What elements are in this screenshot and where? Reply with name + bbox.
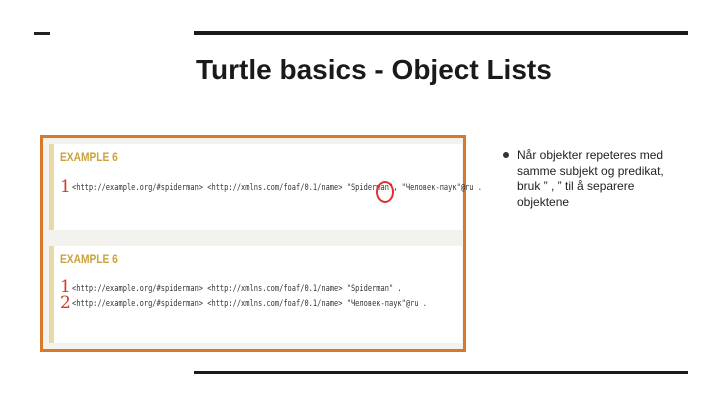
- annotation-number: 2: [60, 293, 71, 313]
- bottom-rule: [194, 371, 688, 374]
- bullet-dot-icon: [503, 152, 509, 158]
- example-panel-2: EXAMPLE 6 <http://example.org/#spiderman…: [49, 246, 462, 343]
- annotation-number: 1: [60, 177, 71, 197]
- slide-dash-decoration: [34, 32, 50, 35]
- annotation-circle-icon: [376, 181, 394, 203]
- code-line: <http://example.org/#spiderman> <http://…: [72, 299, 428, 309]
- example-label: EXAMPLE 6: [60, 150, 118, 164]
- code-line: <http://example.org/#spiderman> <http://…: [72, 284, 402, 294]
- top-rule: [194, 31, 688, 35]
- bullet-item: Når objekter repeteres med samme subjekt…: [517, 148, 664, 209]
- bullet-list: Når objekter repeteres med samme subjekt…: [503, 148, 683, 210]
- example-panel-1: EXAMPLE 6 <http://example.org/#spiderman…: [49, 144, 482, 230]
- turtle-example-figure: EXAMPLE 6 <http://example.org/#spiderman…: [40, 135, 482, 352]
- annotation-number: 1: [60, 277, 71, 297]
- code-line: <http://example.org/#spiderman> <http://…: [72, 183, 482, 193]
- example-label: EXAMPLE 6: [60, 252, 118, 266]
- slide-title: Turtle basics - Object Lists: [196, 54, 552, 85]
